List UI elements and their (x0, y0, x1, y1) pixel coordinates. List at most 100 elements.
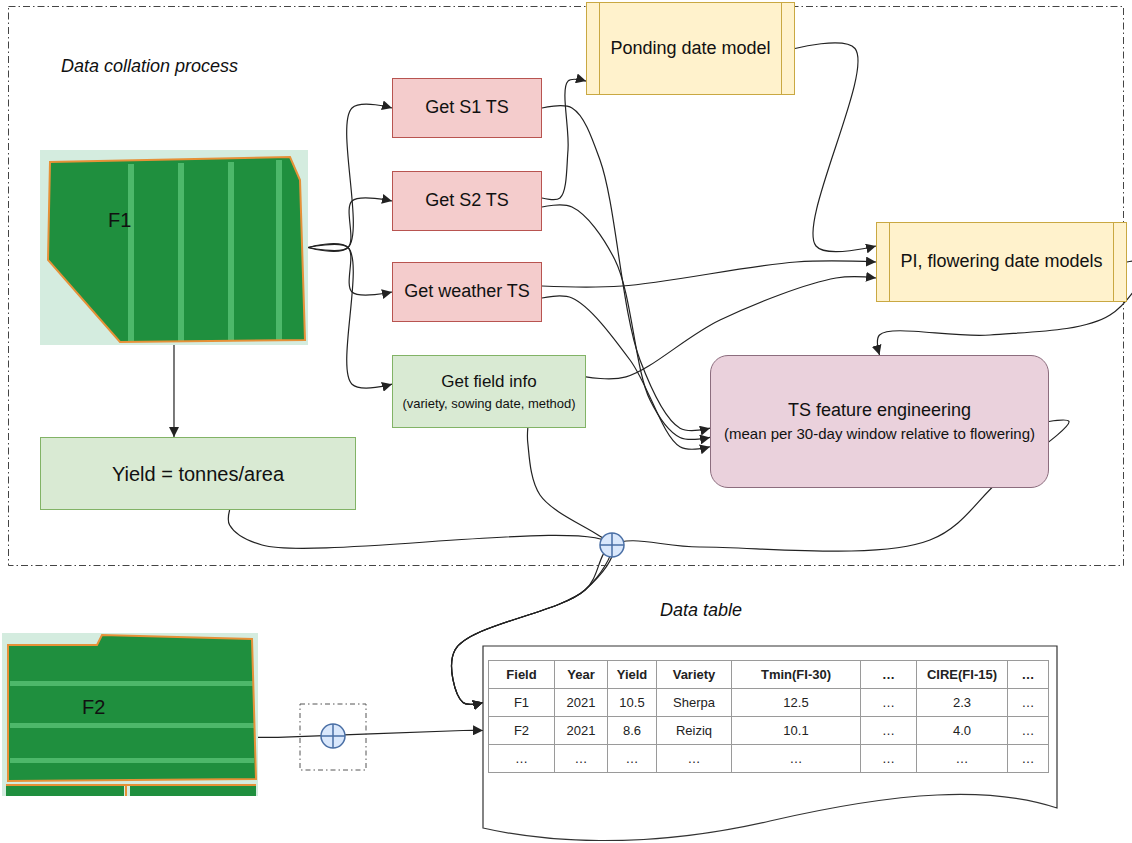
merge-symbol (600, 533, 624, 557)
connector-arrow (308, 104, 392, 251)
table-header-cell: … (861, 661, 917, 689)
node-title: Get S2 TS (425, 190, 509, 212)
model-box: PI, flowering date models (876, 222, 1127, 302)
field-stripe (228, 162, 234, 341)
connector-arrow (308, 244, 392, 388)
field-stripe (276, 160, 282, 340)
table-cell: Sherpa (657, 689, 732, 717)
merge-plus (321, 724, 345, 748)
table-cell: F2 (489, 717, 555, 745)
field-stripe (10, 723, 254, 728)
table-cell: … (861, 745, 917, 773)
merge-circle (600, 533, 624, 557)
table-cell: … (555, 745, 608, 773)
node-subtitle: (mean per 30-day window relative to flow… (724, 425, 1035, 443)
field-picture (40, 150, 308, 345)
table-cell: … (608, 745, 657, 773)
node-title: F1 (108, 208, 131, 232)
merge-circle (321, 724, 345, 748)
node-subtitle: (variety, sowing date, method) (402, 396, 575, 412)
connector-arrow (173, 345, 174, 437)
table-cell: 2021 (555, 689, 608, 717)
connector-arrow (542, 79, 586, 199)
table-cell: 8.6 (608, 717, 657, 745)
process-box: Get S1 TS (392, 78, 542, 138)
field-image: F2 (2, 633, 258, 796)
connector-arrow (542, 261, 876, 287)
table-header-cell: CIRE(FI-15) (917, 661, 1008, 689)
table-cell: … (732, 745, 861, 773)
field-picture (2, 633, 258, 796)
table-cell: … (861, 717, 917, 745)
process-frame: Data collation processF1 Get S1 TS Get S2 … (8, 6, 1124, 566)
table-cell: F1 (489, 689, 555, 717)
connector-arrow (308, 244, 392, 295)
table-cell: … (861, 689, 917, 717)
node-title: Ponding date model (610, 38, 770, 60)
process-box: Get weather TS (392, 262, 542, 322)
connector-arrow (795, 43, 876, 252)
table-cell: … (657, 745, 732, 773)
node-title: Get weather TS (404, 281, 530, 303)
table-header-cell: Year (555, 661, 608, 689)
field-crop (130, 785, 256, 796)
field-stripe (10, 681, 254, 686)
process-box: Yield = tonnes/area (40, 437, 356, 510)
field-boundary (8, 635, 256, 781)
table-cell: 2021 (555, 717, 608, 745)
field-stripe (10, 758, 254, 763)
table-row: …………………… (489, 745, 1049, 773)
model-box: Ponding date model (586, 2, 795, 95)
node-title: F2 (82, 695, 105, 719)
table-header-cell: … (1008, 661, 1049, 689)
document-shape (483, 646, 1057, 841)
process-box: Get S2 TS (392, 171, 542, 231)
table-grid: FieldYearYieldVarietyTmin(FI-30)…CIRE(FI… (488, 660, 1049, 773)
node-title: PI, flowering date models (900, 251, 1102, 273)
field-stripe (128, 164, 134, 341)
feature-box: TS feature engineering (mean per 30-day w… (710, 355, 1049, 488)
field-ground (40, 150, 308, 345)
field-stripe (178, 163, 184, 341)
table-header-cell: Field (489, 661, 555, 689)
table-cell: … (1008, 745, 1049, 773)
table-header-cell: Yield (608, 661, 657, 689)
table-cell: … (917, 745, 1008, 773)
table-row: F1202110.5Sherpa12.5…2.3… (489, 689, 1049, 717)
process-box: Get field info (variety, sowing date, met… (392, 355, 586, 428)
table-cell: 10.5 (608, 689, 657, 717)
node-title: Get field info (441, 372, 536, 392)
table-cell: … (1008, 689, 1049, 717)
table-cell: 2.3 (917, 689, 1008, 717)
node-title: Data table (660, 600, 742, 622)
node-title: Data collation process (61, 56, 238, 78)
table-cell: 12.5 (732, 689, 861, 717)
merge-plus (600, 533, 624, 557)
table-cell: 10.1 (732, 717, 861, 745)
table-header-cell: Variety (657, 661, 732, 689)
table-cell: 4.0 (917, 717, 1008, 745)
node-title: Yield = tonnes/area (112, 462, 284, 486)
data-table: Data tableFieldYearYieldVarietyTmin(FI-3… (470, 596, 1070, 841)
field-image: F1 (40, 150, 308, 345)
field-crop (48, 157, 305, 342)
field-crop (6, 785, 124, 796)
table-header-cell: Tmin(FI-30) (732, 661, 861, 689)
node-title: TS feature engineering (788, 400, 971, 422)
table-row: F220218.6Reiziq10.1…4.0… (489, 717, 1049, 745)
repeat-box (300, 704, 366, 770)
field-boundary (6, 785, 256, 796)
table-cell: … (1008, 717, 1049, 745)
table-cell: Reiziq (657, 717, 732, 745)
node-title: Get S1 TS (425, 97, 509, 119)
table-cell: … (489, 745, 555, 773)
field-crop (8, 635, 256, 781)
field-boundary (48, 157, 305, 342)
merge-symbol (321, 724, 345, 748)
connector-arrow (308, 198, 392, 251)
field-ground (2, 633, 258, 796)
connector-arrow (258, 730, 483, 737)
table-row: FieldYearYieldVarietyTmin(FI-30)…CIRE(FI… (489, 661, 1049, 689)
